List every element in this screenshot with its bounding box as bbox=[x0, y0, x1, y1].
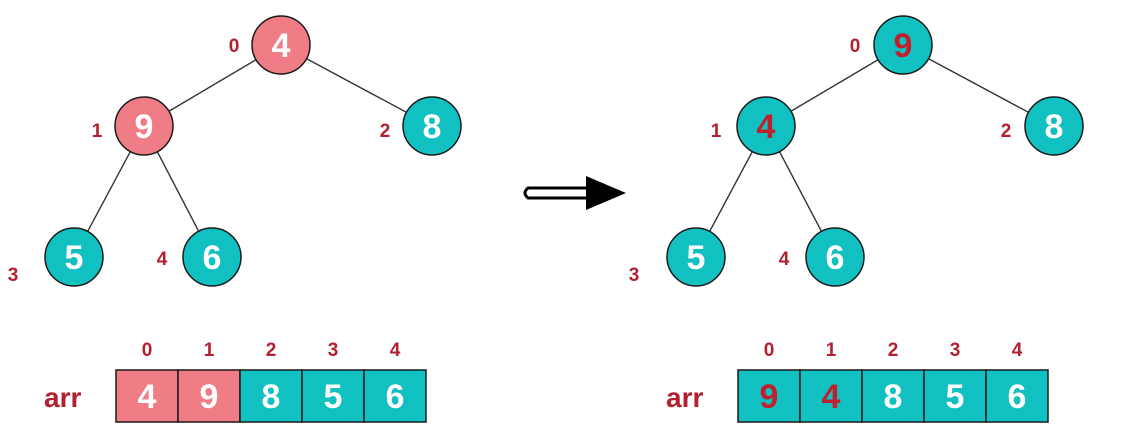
node-circle bbox=[1024, 96, 1084, 156]
array-cell bbox=[177, 369, 241, 423]
node-value: 9 bbox=[135, 108, 154, 146]
node-circle bbox=[805, 227, 865, 287]
array-index-label: 3 bbox=[328, 340, 339, 361]
node-index-label: 3 bbox=[629, 265, 640, 286]
tree-node: 6 bbox=[182, 227, 242, 287]
node-circle bbox=[402, 96, 462, 156]
array-index-label: 1 bbox=[826, 340, 837, 361]
array-cell-value: 9 bbox=[760, 378, 779, 416]
array-cell bbox=[861, 369, 925, 423]
after-panel: 9 0 4 1 8 2 5 3 6 4 arr 9 0 4 1 8 2 5 3 6 4 bbox=[629, 15, 1084, 423]
array-index-label: 3 bbox=[950, 340, 961, 361]
node-value: 8 bbox=[423, 108, 442, 146]
tree-node: 9 bbox=[114, 96, 174, 156]
array-index-label: 1 bbox=[204, 340, 215, 361]
array-cell bbox=[301, 369, 365, 423]
node-value: 5 bbox=[65, 239, 84, 277]
node-value: 6 bbox=[826, 239, 845, 277]
node-index-label: 1 bbox=[92, 121, 103, 142]
node-value: 9 bbox=[894, 27, 913, 65]
array-cell bbox=[115, 369, 179, 423]
node-index-label: 1 bbox=[711, 121, 722, 142]
tree-node: 6 bbox=[805, 227, 865, 287]
array-cell-value: 9 bbox=[200, 378, 219, 416]
node-index-label: 2 bbox=[1001, 121, 1012, 142]
array-cell-value: 5 bbox=[324, 378, 343, 416]
tree-node: 4 bbox=[251, 15, 311, 75]
array-cell bbox=[363, 369, 427, 423]
tree-node: 5 bbox=[44, 227, 104, 287]
tree-node: 5 bbox=[666, 227, 726, 287]
tree-node: 8 bbox=[402, 96, 462, 156]
node-circle bbox=[182, 227, 242, 287]
tree-node: 9 bbox=[873, 15, 933, 75]
array-cell-value: 5 bbox=[946, 378, 965, 416]
array-index-label: 2 bbox=[266, 340, 277, 361]
array-cell bbox=[239, 369, 303, 423]
array-index-label: 4 bbox=[1012, 340, 1023, 361]
node-circle bbox=[736, 96, 796, 156]
node-circle bbox=[666, 227, 726, 287]
node-circle bbox=[114, 96, 174, 156]
node-index-label: 2 bbox=[380, 121, 391, 142]
node-index-label: 3 bbox=[8, 265, 19, 286]
node-circle bbox=[873, 15, 933, 75]
array-index-label: 2 bbox=[888, 340, 899, 361]
right-arrow-icon bbox=[523, 176, 626, 210]
array-index-label: 4 bbox=[390, 340, 401, 361]
node-index-label: 4 bbox=[157, 249, 168, 270]
array-label: arr bbox=[44, 382, 81, 413]
node-index-label: 4 bbox=[779, 249, 790, 270]
array-cell bbox=[799, 369, 863, 423]
node-index-label: 0 bbox=[229, 36, 240, 57]
array-cell bbox=[985, 369, 1049, 423]
array-index-label: 0 bbox=[142, 340, 153, 361]
node-value: 4 bbox=[757, 108, 776, 146]
array-label: arr bbox=[666, 382, 703, 413]
node-value: 6 bbox=[203, 239, 222, 277]
node-circle bbox=[44, 227, 104, 287]
tree-node: 4 bbox=[736, 96, 796, 156]
array-index-label: 0 bbox=[764, 340, 775, 361]
array-cell-value: 4 bbox=[138, 378, 157, 416]
array-cell-value: 6 bbox=[1008, 378, 1027, 416]
array-cell-value: 6 bbox=[386, 378, 405, 416]
node-value: 5 bbox=[687, 239, 706, 277]
node-value: 4 bbox=[272, 27, 291, 65]
array-cell bbox=[923, 369, 987, 423]
array-cell-value: 8 bbox=[884, 378, 903, 416]
array-cell-value: 8 bbox=[262, 378, 281, 416]
node-value: 8 bbox=[1045, 108, 1064, 146]
array-row: arr 9 0 4 1 8 2 5 3 6 4 bbox=[666, 340, 1049, 423]
tree-node: 8 bbox=[1024, 96, 1084, 156]
node-index-label: 0 bbox=[850, 36, 861, 57]
array-cell-value: 4 bbox=[822, 378, 841, 416]
node-circle bbox=[251, 15, 311, 75]
